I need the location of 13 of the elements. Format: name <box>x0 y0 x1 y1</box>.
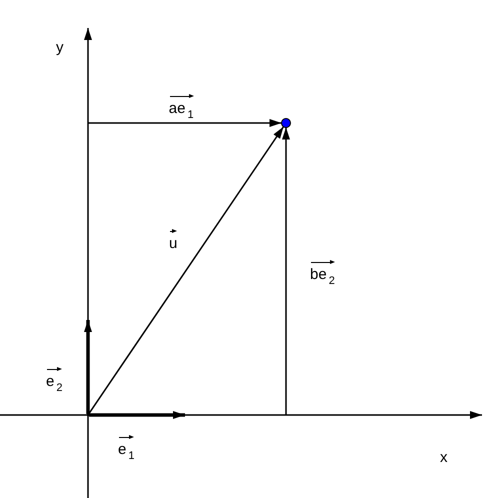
vector-label: e$_{1}$ <box>118 435 134 462</box>
vector-arrow <box>88 119 282 127</box>
vector-arrow <box>282 128 290 415</box>
axis-label: x <box>440 450 448 465</box>
vector-arrow <box>84 320 92 414</box>
vector-arrow <box>89 411 185 419</box>
axis-label: y <box>56 40 64 55</box>
vector-label: e$_{2}$ <box>46 367 62 394</box>
vector-label: be$_{2}$ <box>310 260 335 288</box>
vector-label: u <box>169 229 178 252</box>
vector-arrow <box>88 126 284 415</box>
point <box>281 118 291 128</box>
vector-label: ae$_{1}$ <box>168 94 194 121</box>
